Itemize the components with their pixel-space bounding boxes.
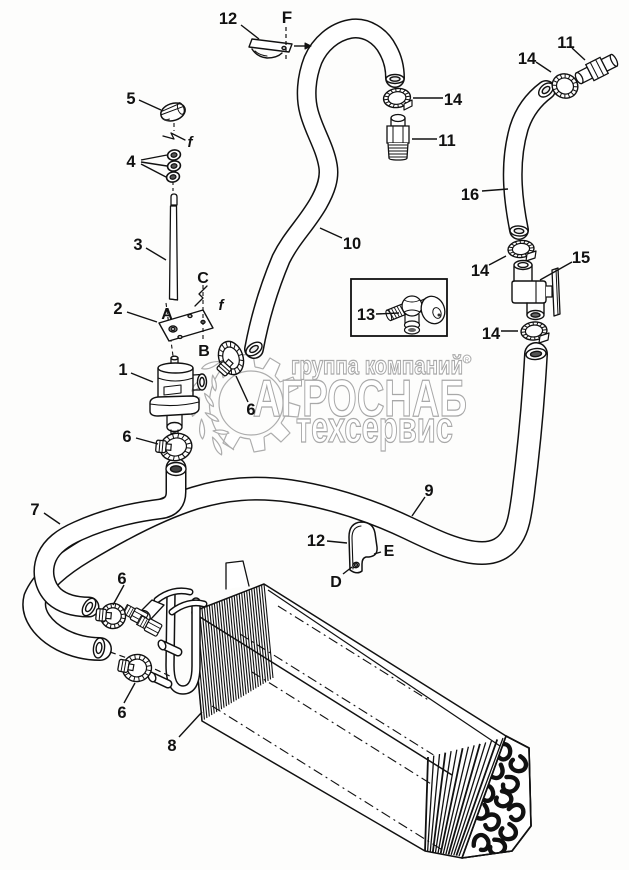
svg-text:A: A: [161, 306, 173, 323]
svg-text:11: 11: [557, 34, 574, 52]
svg-text:10: 10: [343, 235, 361, 253]
svg-text:14: 14: [482, 325, 501, 343]
svg-text:E: E: [384, 543, 395, 560]
svg-text:8: 8: [167, 737, 176, 755]
svg-text:техсервис: техсервис: [296, 403, 453, 452]
svg-text:2: 2: [113, 300, 122, 318]
svg-text:6: 6: [246, 401, 255, 419]
svg-text:4: 4: [126, 153, 136, 171]
svg-text:14: 14: [518, 50, 537, 68]
svg-text:16: 16: [461, 186, 479, 204]
svg-text:14: 14: [444, 91, 463, 109]
svg-text:15: 15: [572, 249, 590, 267]
svg-text:R: R: [465, 358, 470, 364]
svg-text:f: f: [219, 297, 226, 314]
svg-text:группа компаний: группа компаний: [291, 350, 463, 380]
svg-text:6: 6: [117, 570, 126, 588]
svg-text:12: 12: [219, 10, 237, 28]
svg-text:5: 5: [126, 90, 135, 108]
svg-text:АГРОСНАБ: АГРОСНАБ: [253, 370, 467, 428]
svg-text:12: 12: [307, 532, 325, 550]
svg-text:D: D: [330, 574, 342, 591]
svg-text:C: C: [197, 270, 209, 287]
svg-text:f: f: [188, 134, 195, 151]
svg-text:9: 9: [424, 482, 433, 500]
svg-text:13: 13: [357, 306, 375, 324]
svg-text:F: F: [282, 8, 292, 27]
svg-text:1: 1: [118, 361, 127, 379]
svg-text:3: 3: [133, 236, 142, 254]
svg-text:B: B: [198, 343, 210, 360]
svg-text:6: 6: [117, 704, 126, 722]
svg-text:7: 7: [30, 501, 39, 519]
svg-text:11: 11: [438, 132, 455, 150]
svg-text:6: 6: [122, 428, 131, 446]
svg-text:14: 14: [471, 262, 490, 280]
